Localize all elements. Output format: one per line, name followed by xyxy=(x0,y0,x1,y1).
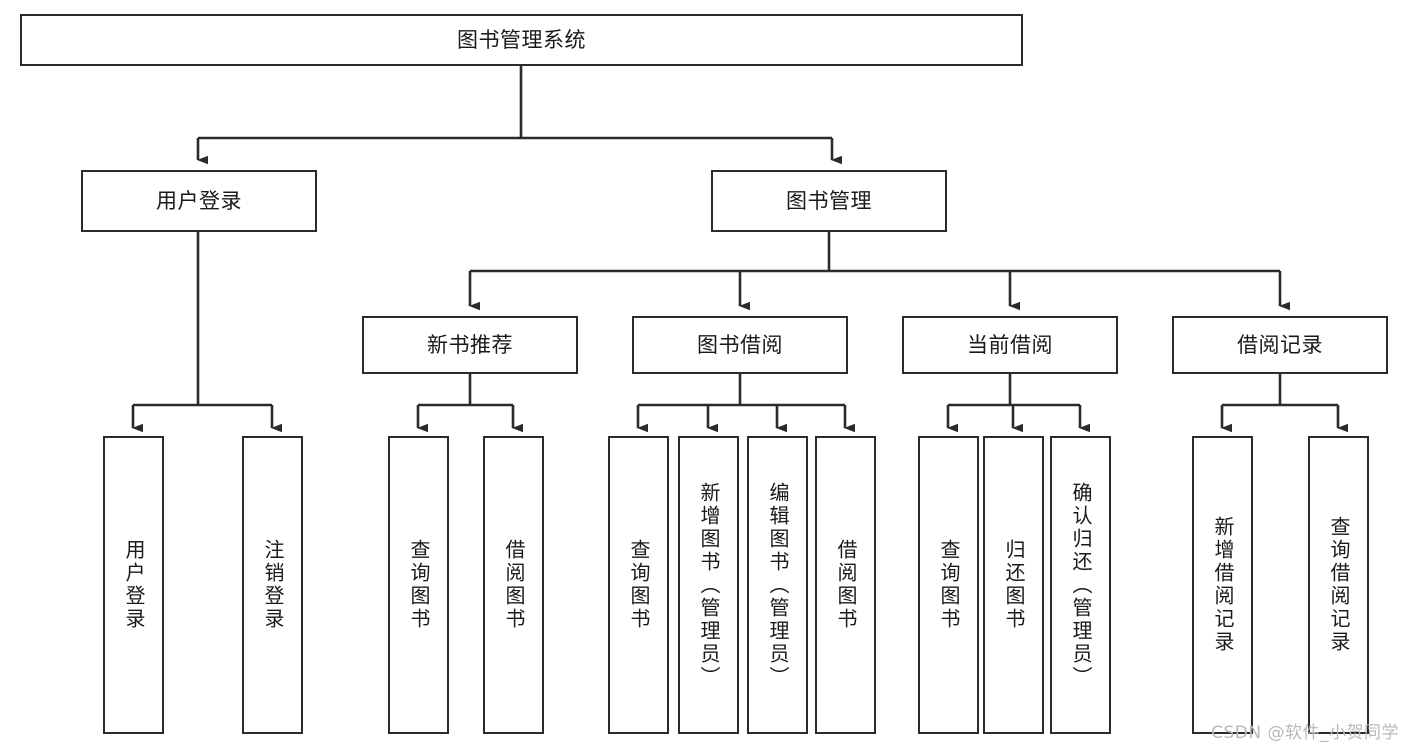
node-leaf-user-login-label: 用户登录 xyxy=(122,539,146,631)
node-leaf-confirm-return-label: 确认归还（管理员） xyxy=(1069,481,1093,689)
node-leaf-confirm-return[interactable]: 确认归还（管理员） xyxy=(1050,436,1111,734)
node-new-book-recommend[interactable]: 新书推荐 xyxy=(362,316,578,374)
node-leaf-add-book-label: 新增图书（管理员） xyxy=(697,481,721,689)
node-leaf-query-record[interactable]: 查询借阅记录 xyxy=(1308,436,1369,734)
node-book-manage-label: 图书管理 xyxy=(786,188,872,213)
node-leaf-borrow-book-2-label: 借阅图书 xyxy=(834,539,858,631)
node-book-manage[interactable]: 图书管理 xyxy=(711,170,947,232)
node-book-borrow[interactable]: 图书借阅 xyxy=(632,316,848,374)
node-leaf-borrow-book-1[interactable]: 借阅图书 xyxy=(483,436,544,734)
node-leaf-edit-book[interactable]: 编辑图书（管理员） xyxy=(747,436,808,734)
node-leaf-edit-book-label: 编辑图书（管理员） xyxy=(766,481,790,689)
node-user-login[interactable]: 用户登录 xyxy=(81,170,317,232)
node-borrow-record-label: 借阅记录 xyxy=(1237,332,1323,357)
node-leaf-query-book-3-label: 查询图书 xyxy=(937,539,961,631)
node-leaf-query-book-3[interactable]: 查询图书 xyxy=(918,436,979,734)
node-borrow-record[interactable]: 借阅记录 xyxy=(1172,316,1388,374)
node-leaf-query-book-2-label: 查询图书 xyxy=(627,539,651,631)
node-leaf-borrow-book-1-label: 借阅图书 xyxy=(502,539,526,631)
node-leaf-add-record[interactable]: 新增借阅记录 xyxy=(1192,436,1253,734)
node-leaf-add-record-label: 新增借阅记录 xyxy=(1211,516,1235,654)
node-leaf-query-record-label: 查询借阅记录 xyxy=(1327,516,1351,654)
node-leaf-user-logout-label: 注销登录 xyxy=(261,539,285,631)
node-leaf-borrow-book-2[interactable]: 借阅图书 xyxy=(815,436,876,734)
node-leaf-query-book-2[interactable]: 查询图书 xyxy=(608,436,669,734)
node-leaf-user-logout[interactable]: 注销登录 xyxy=(242,436,303,734)
node-leaf-add-book[interactable]: 新增图书（管理员） xyxy=(678,436,739,734)
node-new-book-recommend-label: 新书推荐 xyxy=(427,332,513,357)
node-current-borrow[interactable]: 当前借阅 xyxy=(902,316,1118,374)
node-book-borrow-label: 图书借阅 xyxy=(697,332,783,357)
node-root[interactable]: 图书管理系统 xyxy=(20,14,1023,66)
node-leaf-user-login[interactable]: 用户登录 xyxy=(103,436,164,734)
node-root-label: 图书管理系统 xyxy=(457,27,586,52)
csdn-watermark: CSDN @软件_小贺同学 xyxy=(1211,723,1399,743)
node-leaf-query-book-1[interactable]: 查询图书 xyxy=(388,436,449,734)
node-leaf-query-book-1-label: 查询图书 xyxy=(407,539,431,631)
node-current-borrow-label: 当前借阅 xyxy=(967,332,1053,357)
node-user-login-label: 用户登录 xyxy=(156,188,242,213)
node-leaf-return-book[interactable]: 归还图书 xyxy=(983,436,1044,734)
node-leaf-return-book-label: 归还图书 xyxy=(1002,539,1026,631)
